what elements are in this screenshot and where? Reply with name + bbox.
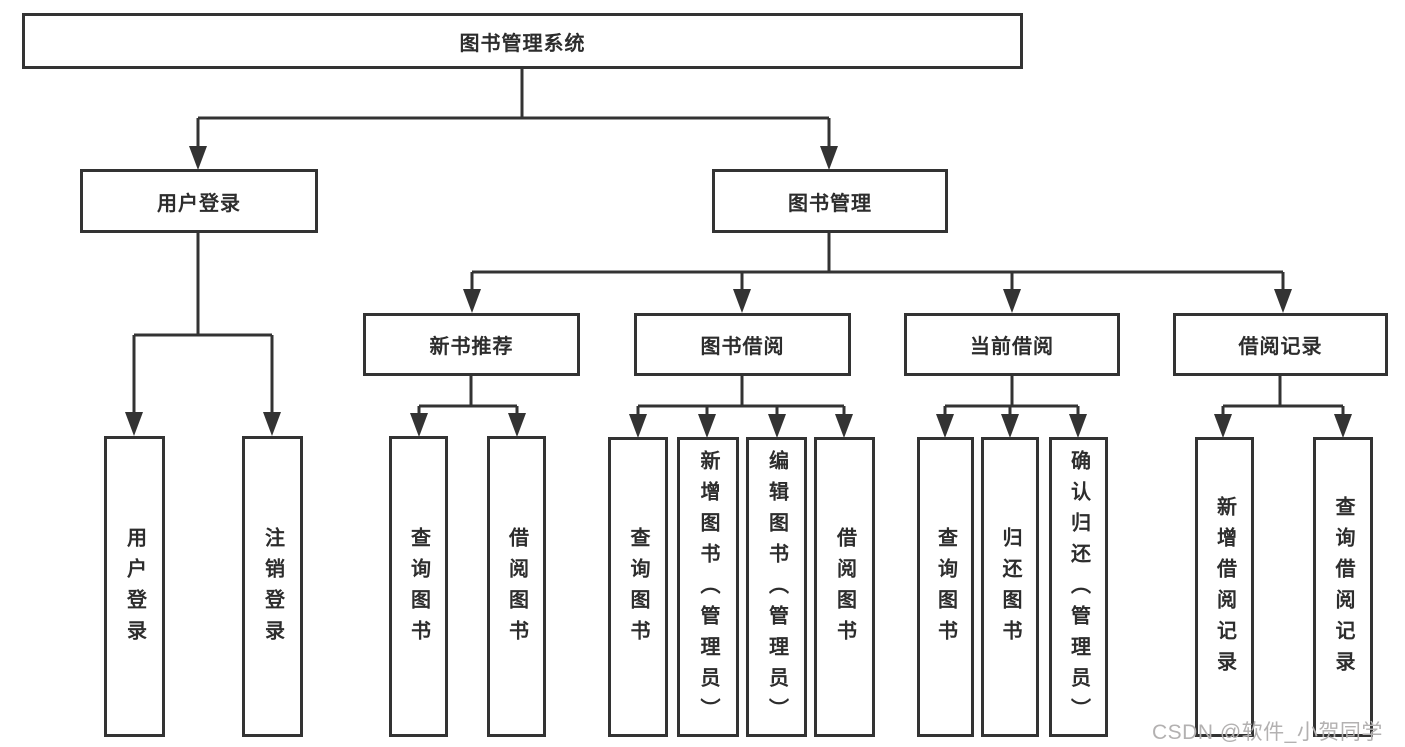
node-new-book-recommend: 新书推荐 (363, 313, 580, 376)
leaf-borrow-books-borrow: 借阅图书 (814, 437, 875, 737)
node-book-management: 图书管理 (712, 169, 948, 233)
leaf-confirm-return-admin: 确认归还（管理员） (1049, 437, 1108, 737)
leaf-query-borrow-record: 查询借阅记录 (1313, 437, 1373, 737)
node-book-borrow: 图书借阅 (634, 313, 851, 376)
leaf-logout: 注销登录 (242, 436, 303, 737)
leaf-edit-book-admin: 编辑图书（管理员） (746, 437, 807, 737)
leaf-borrow-books-recommend: 借阅图书 (487, 436, 546, 737)
node-borrow-records: 借阅记录 (1173, 313, 1388, 376)
leaf-query-books-recommend: 查询图书 (389, 436, 448, 737)
node-current-borrow: 当前借阅 (904, 313, 1120, 376)
leaf-user-login: 用户登录 (104, 436, 165, 737)
csdn-watermark: CSDN @软件_小贺同学 (1152, 721, 1383, 744)
node-root: 图书管理系统 (22, 13, 1023, 69)
leaf-add-book-admin: 新增图书（管理员） (677, 437, 739, 737)
leaf-return-book: 归还图书 (981, 437, 1039, 737)
leaf-query-books-current: 查询图书 (917, 437, 974, 737)
leaf-add-borrow-record: 新增借阅记录 (1195, 437, 1254, 737)
leaf-query-books-borrow: 查询图书 (608, 437, 668, 737)
node-user-login: 用户登录 (80, 169, 318, 233)
